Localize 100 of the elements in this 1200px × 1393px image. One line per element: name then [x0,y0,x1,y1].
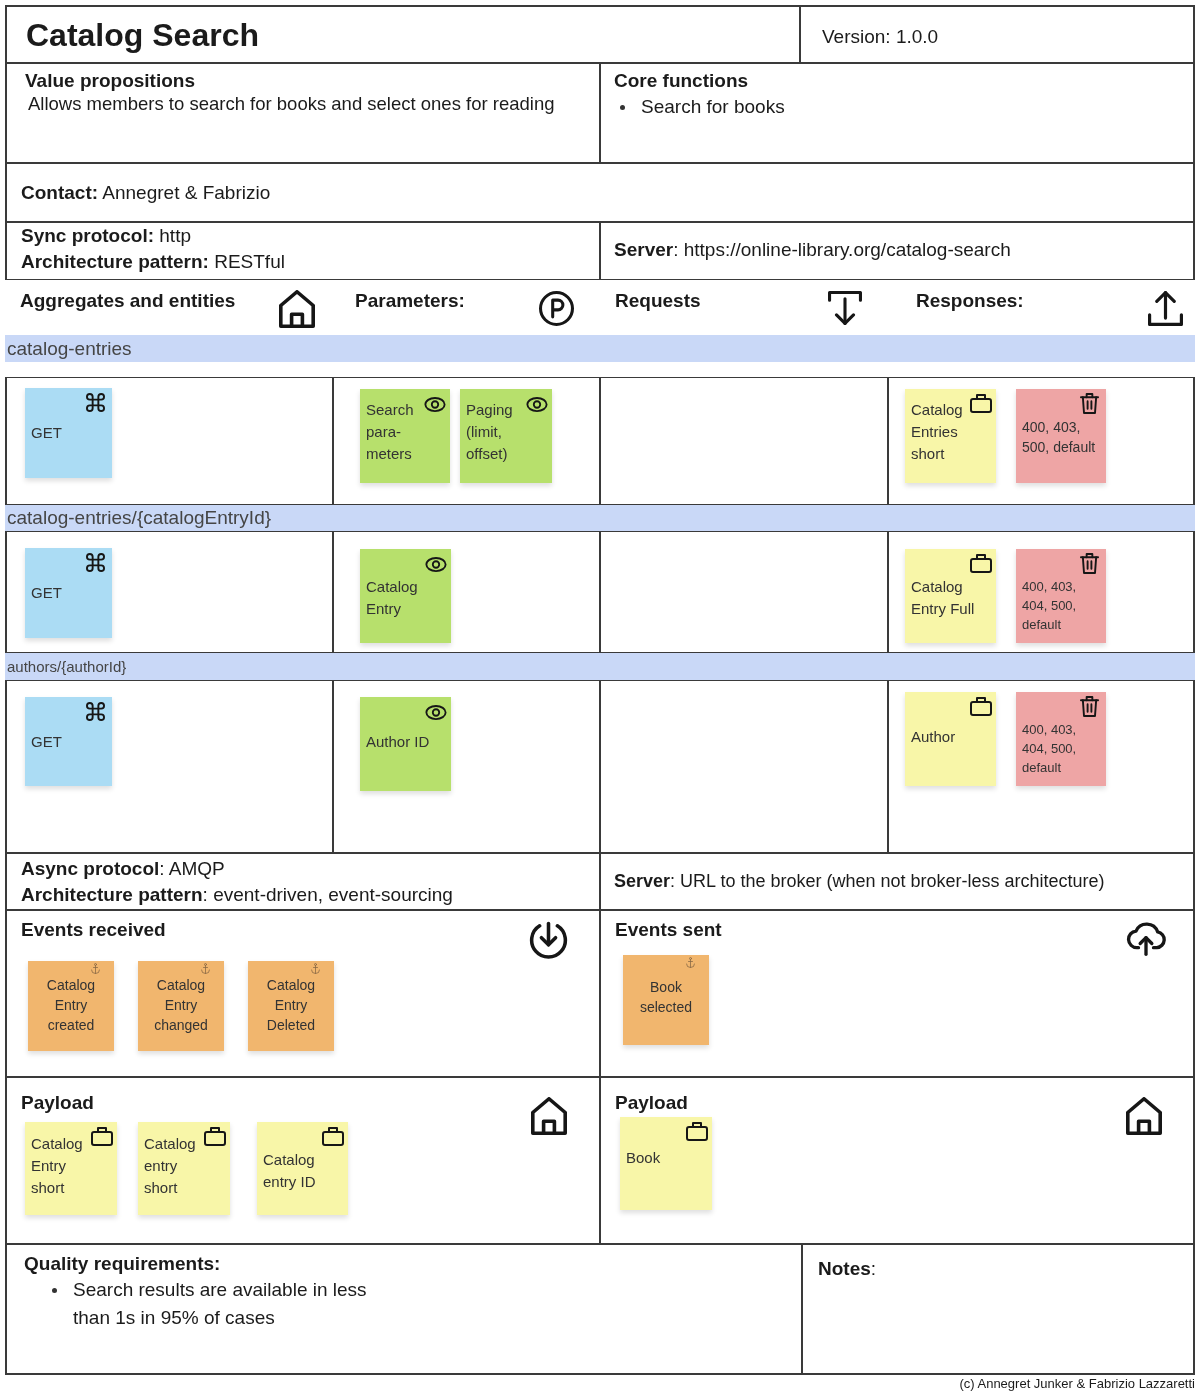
sticky-text: Catalog Entry created [45,976,97,1035]
resource-path: catalog-entries [7,337,132,361]
canvas-title: Catalog Search [26,16,259,55]
title-bar [5,5,800,63]
grid-cell [888,680,1195,853]
sticky-note [623,955,709,1045]
canvas-section [802,1244,1195,1375]
field-text: Architecture pattern: event-driven, event-sourcing [21,883,453,907]
sticky-text: Catalog entry short [144,1134,197,1198]
canvas-section [600,910,1195,1077]
sticky-note [360,549,451,643]
field-text: Server: URL to the broker (when not broker-less architecture) [614,870,1105,893]
grid-cell [888,531,1195,653]
sticky-note [1016,692,1106,786]
section-heading: Payload [21,1091,94,1115]
canvas-section [5,63,600,163]
sticky-text: Catalog Entry short [31,1134,84,1198]
sticky-text: Catalog Entry [366,577,419,619]
sticky-note [1016,389,1106,483]
sticky-note [25,388,112,478]
canvas-section [5,910,600,1077]
resource-band [5,335,1195,362]
grid-cell [333,680,600,853]
field-text: Contact: Annegret & Fabrizio [21,181,271,205]
sticky-note [257,1122,348,1215]
canvas-section [5,163,1195,222]
field-text: Architecture pattern: RESTful [21,250,285,274]
grid-cell [333,531,600,653]
grid-cell [888,377,1195,505]
grid-cell [600,531,888,653]
sticky-text: Search para- meters [366,400,415,464]
sticky-text: Paging (limit, offset) [466,400,514,464]
section-heading: Core functions [614,69,749,93]
canvas-section [600,853,1195,910]
section-heading: Value propositions [25,69,195,93]
sticky-note [138,1122,230,1215]
grid-cell [5,377,333,505]
section-heading: Quality requirements: [24,1252,221,1276]
sticky-text: GET [31,583,62,603]
sticky-note [460,389,552,483]
grid-cell [333,377,600,505]
section-heading: Events sent [615,918,722,942]
sticky-text: Catalog Entry changed [153,976,209,1035]
sticky-note [25,1122,117,1215]
bullet-text: Search results are available in less than 1s in 95% of cases [73,1278,368,1330]
resource-path: catalog-entries/{catalogEntryId} [7,506,272,530]
canvas-section [5,853,600,910]
canvas-section [5,1244,802,1375]
resource-band [5,505,1195,531]
resource-path: authors/{authorId} [7,657,127,677]
sticky-note [905,692,996,786]
field-text: Server: https://online-library.org/catalog-search [614,238,1011,262]
field-text: Sync protocol: http [21,224,191,248]
canvas-section [5,1077,600,1244]
canvas-section [5,222,600,280]
sticky-note [248,961,334,1051]
canvas-section [600,1077,1195,1244]
sticky-note [25,548,112,638]
sticky-text: 400, 403, 500, default [1022,418,1097,457]
field-text: Async protocol: AMQP [21,857,225,881]
column-heading: Parameters: [355,289,465,313]
column-heading: Aggregates and entities [20,289,236,313]
sticky-note [28,961,114,1051]
sticky-text: GET [31,732,62,752]
canvas-section [800,5,1195,63]
sticky-text: Catalog Entries short [911,400,964,464]
sticky-note [25,697,112,786]
canvas-section [600,63,1195,163]
section-heading: Payload [615,1091,688,1115]
column-heading: Responses: [916,289,1024,313]
resource-band [5,653,1195,680]
sticky-text: Catalog Entry Deleted [265,976,317,1035]
sticky-note [620,1117,712,1210]
grid-cell [5,531,333,653]
sticky-note [360,389,450,483]
sticky-text: Catalog entry ID [263,1150,317,1192]
sticky-text: Catalog Entry Full [911,577,976,619]
grid-cell [600,680,888,853]
field-text: Version: 1.0.0 [822,25,939,49]
sticky-text: Author ID [366,732,430,752]
sticky-text: 400, 403, 404, 500, default [1022,578,1078,634]
sticky-note [138,961,224,1051]
sticky-text: GET [31,423,62,443]
sticky-note [1016,549,1106,643]
sticky-text: Book selected [638,978,694,1017]
column-heading: Requests [615,289,701,313]
grid-cell [600,377,888,505]
sticky-text: Book [626,1148,661,1168]
section-text: Allows members to search for books and select ones for reading [28,93,555,115]
bullet-text: Search for books [641,95,785,119]
sticky-text: Author [911,727,956,747]
sticky-text: 400, 403, 404, 500, default [1022,721,1078,777]
copyright-note: (c) Annegret Junker & Fabrizio Lazzaretti [959,1376,1195,1392]
sticky-note [360,697,451,791]
field-text: Notes: [818,1257,877,1281]
grid-cell [5,680,333,853]
sticky-note [905,389,996,483]
canvas-section [600,222,1195,280]
sticky-note [905,549,996,643]
section-heading: Events received [21,918,166,942]
